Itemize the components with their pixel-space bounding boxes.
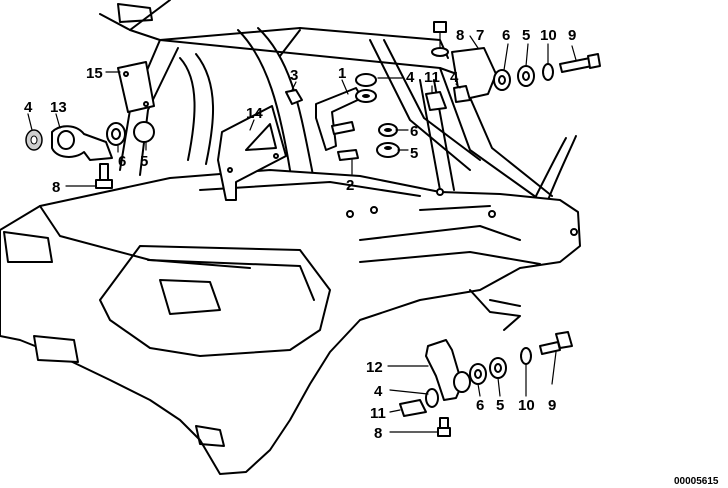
callout-5: 5 [522,27,530,44]
callout-14: 14 [246,105,263,122]
part-8-bolt-left [99,163,109,181]
callout-4: 4 [406,69,415,86]
part-10-washer-right [542,63,554,81]
callout-11: 11 [424,69,440,86]
callout-15: 15 [86,65,103,82]
callout-8: 8 [456,27,464,44]
callout-10: 10 [540,27,557,44]
callout-7: 7 [476,27,484,44]
part-4-washer-centre [355,73,377,87]
callout-5: 5 [140,153,148,170]
callout-6: 6 [410,123,418,140]
callout-13: 13 [50,99,67,116]
callout-4: 4 [24,99,33,116]
part-2-bolt [337,149,359,161]
part-8-bolt-bottom [439,417,449,429]
part-12-bracket [425,339,463,401]
callout-3: 3 [290,67,298,84]
part-11-clip-bottom [399,399,427,417]
callout-4: 4 [450,69,459,86]
part-4-bushing-right [453,85,471,103]
callout-1: 1 [338,65,346,82]
callout-6: 6 [118,153,126,170]
parts [25,21,601,437]
part-14-bracket [217,105,287,201]
callout-11: 11 [370,405,386,422]
part-1-bracket [315,87,363,151]
callout-8: 8 [374,425,382,442]
callout-12: 12 [366,359,383,376]
callout-2: 2 [346,177,354,194]
callout-8: 8 [52,179,60,196]
callout-6: 6 [476,397,484,414]
diagram-reference-code: 00005615 [674,476,719,487]
callout-10: 10 [518,397,535,414]
callout-9: 9 [568,27,576,44]
part-8-bolt-top [433,21,447,33]
part-3-nut [285,89,303,105]
leader-lines [27,35,577,433]
part-5-bushing-left [133,121,155,143]
callout-5: 5 [496,397,504,414]
callout-labels: 15 4 13 6 5 8 14 3 1 4 6 5 2 8 7 6 5 10 … [24,27,719,487]
part-9-bolt-bottom [539,341,561,355]
part-2-bolt-upper [331,121,355,135]
part-4-washer-bottom [425,388,439,408]
callout-9: 9 [548,397,556,414]
part-10-washer-bottom [520,347,532,365]
callout-5: 5 [410,145,418,162]
callout-4: 4 [374,383,383,400]
callout-6: 6 [502,27,510,44]
part-11-clip-top [425,91,447,111]
